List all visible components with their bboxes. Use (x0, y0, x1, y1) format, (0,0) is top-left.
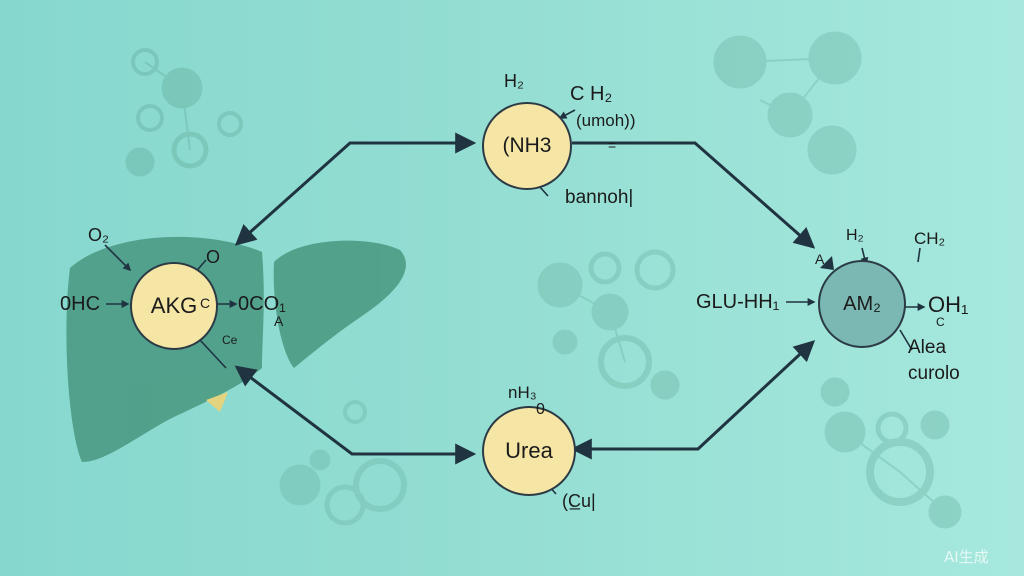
am-curolo-label: curolo (908, 363, 960, 384)
akg-c-label: C (200, 295, 211, 311)
akg-a-label: A (274, 313, 284, 329)
molecule-decoration-top-left (125, 48, 243, 177)
nh3-umoh-label: (umoh)) (576, 111, 636, 130)
akg-node[interactable]: AKG (130, 262, 218, 350)
molecule-decoration-bottom-center (279, 400, 407, 526)
nh3-node[interactable]: (NH3 (482, 102, 572, 190)
akg-ohc-label: 0HC (60, 293, 101, 315)
akg-ce-label: Ce (222, 333, 238, 347)
molecule-decoration-center (537, 249, 680, 400)
nh3-ch2-label: C H₂ (570, 83, 613, 105)
liver-shape (66, 236, 406, 462)
am-c-label: C (936, 315, 945, 329)
molecule-decoration-bottom-right (820, 377, 962, 529)
urea-cu-label: (C̲u| (562, 491, 596, 511)
urea-o-label: 0 (536, 401, 545, 418)
am-ch2-label: CH₂ (914, 229, 946, 248)
nh3-node-label: (NH3 (502, 134, 552, 157)
arrow-nh3-to-akg (234, 132, 477, 246)
akg-o2-label: O₂ (88, 225, 109, 245)
am-a-label: A (815, 251, 825, 267)
watermark: AI生成 (944, 548, 989, 566)
nh3-h2-label: H₂ (504, 71, 524, 91)
urea-nh3-label: nH₃ (508, 383, 537, 402)
arrow-akg-to-urea (234, 365, 477, 465)
arrow-am-to-urea (570, 340, 816, 460)
molecule-decoration-top-right (713, 31, 862, 175)
nh3-bannoh-label: bannoh| (565, 187, 634, 208)
urea-node-label: Urea (505, 438, 553, 463)
delta-marker (820, 256, 834, 270)
am-node-label: AM₂ (843, 292, 881, 315)
am-h2-label: H₂ (846, 227, 864, 244)
akg-node-label: AKG (150, 293, 198, 318)
am-alea-label: Alea (908, 337, 947, 358)
am-glu-label: GLU-HH₁ (696, 291, 780, 313)
arrow-nh3-to-am (572, 141, 816, 249)
akg-o-top-label: O (206, 247, 221, 267)
akg-oco-label: 0CO₁ (238, 293, 286, 315)
am-oh-label: OH₁ (928, 292, 969, 317)
am-node[interactable]: AM₂ (818, 260, 906, 348)
urea-node[interactable]: Urea (482, 406, 576, 496)
nh3-eq-label: = (608, 137, 617, 153)
